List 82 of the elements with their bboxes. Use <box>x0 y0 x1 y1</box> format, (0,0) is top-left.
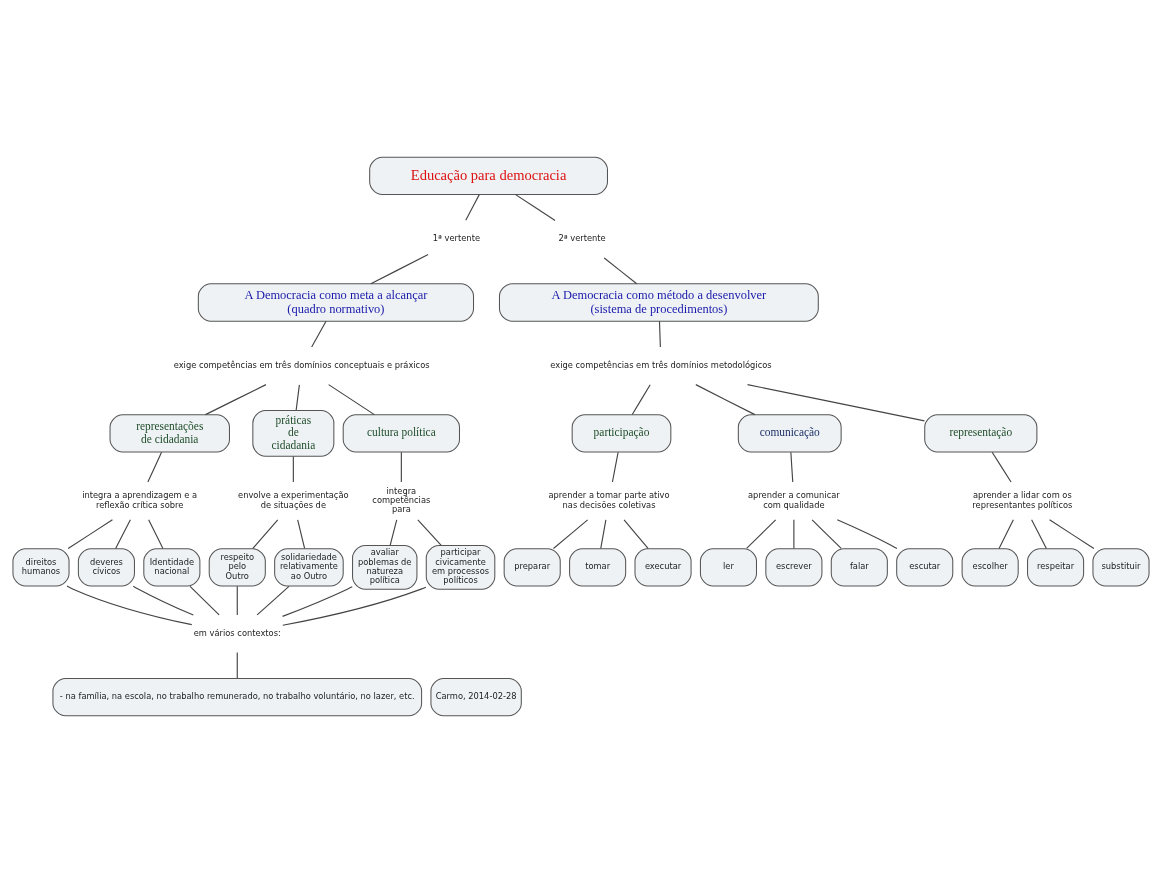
connector <box>1031 519 1047 550</box>
connector <box>746 519 777 550</box>
connector <box>623 519 649 550</box>
connector <box>603 257 638 285</box>
connector <box>658 320 661 348</box>
node-box: cultura política <box>342 414 460 453</box>
node-text: envolve a experimentação de situações de <box>238 490 349 510</box>
connector <box>389 519 398 546</box>
node-box: representação <box>924 414 1038 453</box>
node-text: em vários contextos: <box>193 627 281 638</box>
connector <box>282 586 353 617</box>
connector <box>311 320 327 348</box>
connector <box>148 519 164 550</box>
node-box: respeito pelo Outro <box>208 548 266 587</box>
node-box: executar <box>634 548 692 587</box>
node-box: escutar <box>896 548 954 587</box>
node-text: integra competências para <box>372 485 431 515</box>
connector <box>1049 519 1095 550</box>
connector <box>811 519 842 550</box>
node-box: participar civicamente em processos políticos <box>425 545 496 590</box>
connector <box>297 519 306 550</box>
node-box: falar <box>830 548 888 587</box>
connector <box>370 254 429 285</box>
connector <box>515 194 556 222</box>
connector <box>252 519 279 550</box>
connector <box>465 194 480 221</box>
connector <box>746 384 925 422</box>
node-box: solidariedade relativamente ao Outro <box>274 548 344 587</box>
node-text: aprender a lidar com os representantes políticos <box>972 490 1073 510</box>
node-box: Carmo, 2014-02-28 <box>430 677 522 717</box>
node-box: avaliar poblemas de natureza política <box>352 545 418 590</box>
node-text: exige competências em três domínios metodológicos <box>550 359 772 370</box>
connector <box>292 456 294 483</box>
node-text: exige competências em três domínios conceptuais e práxicos <box>173 359 430 370</box>
node-box: A Democracia como meta a alcançar (quadro normativo) <box>197 283 475 322</box>
node-box: preparar <box>503 548 561 587</box>
connector <box>66 585 193 626</box>
node-text: 2ª vertente <box>558 233 606 244</box>
connector <box>204 384 267 416</box>
connector <box>417 519 442 546</box>
node-box: escrever <box>765 548 823 587</box>
node-box: - na família, na escola, no trabalho remunerado, no trabalho voluntário, no lazer, etc. <box>52 677 423 717</box>
connector <box>256 585 290 616</box>
connector <box>400 451 402 483</box>
node-box: escolher <box>961 548 1019 587</box>
node-text: 1ª vertente <box>432 233 480 244</box>
node-box: deveres cívicos <box>77 548 135 587</box>
node-box: direitos humanos <box>12 548 70 587</box>
connector <box>132 585 194 616</box>
connector <box>236 585 238 616</box>
connector <box>611 451 619 483</box>
node-box: representações de cidadania <box>109 414 230 453</box>
node-box: A Democracia como método a desenvolver (sistema de procedimentos) <box>498 283 819 322</box>
connector <box>282 586 427 626</box>
connector <box>295 384 300 411</box>
connector <box>600 519 607 550</box>
connector <box>836 519 898 550</box>
connector <box>991 451 1012 483</box>
node-text: aprender a comunicar com qualidade <box>748 490 840 510</box>
connector <box>793 519 795 550</box>
node-box: respeitar <box>1027 548 1085 587</box>
connector <box>236 652 238 679</box>
node-box: substituir <box>1092 548 1150 587</box>
connector <box>631 384 651 416</box>
node-box: Identidade nacional <box>143 548 201 587</box>
node-box: tomar <box>569 548 627 587</box>
connector <box>695 384 756 416</box>
node-text: integra a aprendizagem e a reflexão crítica sobre <box>82 490 198 510</box>
connector <box>189 585 220 616</box>
connector <box>147 451 163 483</box>
connector <box>67 519 113 550</box>
node-box: práticas de cidadania <box>252 410 335 457</box>
connector <box>328 384 375 416</box>
node-box: participação <box>571 414 672 453</box>
connector <box>115 519 131 550</box>
connector <box>790 451 794 483</box>
connector <box>552 519 589 550</box>
node-box: comunicação <box>737 414 842 453</box>
connector <box>998 519 1014 550</box>
node-box: Educação para democracia <box>369 156 608 196</box>
node-box: ler <box>699 548 757 587</box>
node-text: aprender a tomar parte ativo nas decisões coletivas <box>548 490 670 510</box>
